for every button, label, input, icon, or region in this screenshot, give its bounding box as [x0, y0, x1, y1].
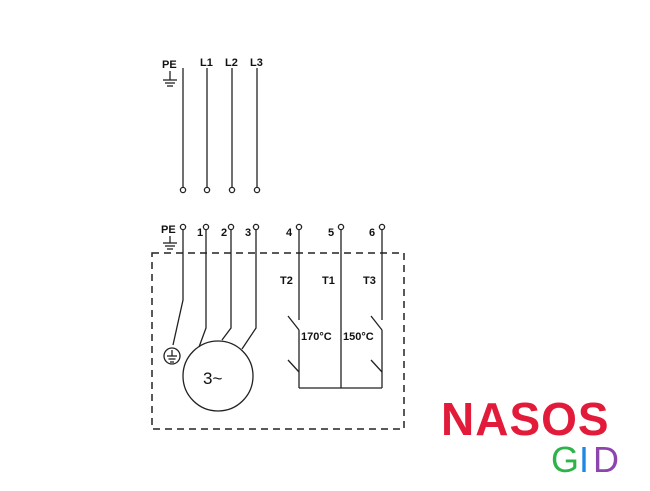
motor-terminal-1 — [202, 223, 210, 231]
supply-terminal-l3 — [253, 186, 261, 194]
supply-terminal-l1 — [203, 186, 211, 194]
watermark-letter-d: D — [593, 439, 619, 480]
t2-switch-blade-upper — [287, 315, 300, 331]
thermal-wiring — [287, 223, 386, 389]
motor-terminal-pe — [179, 223, 187, 231]
thermal-terminal-6 — [378, 223, 386, 231]
thermal-terminal-6-label: 6 — [369, 227, 375, 239]
thermal-terminal-5-label: 5 — [328, 227, 334, 239]
watermark-letter-i: I — [579, 439, 589, 480]
thermal-terminal-5 — [337, 223, 345, 231]
thermostat-t1-label: T1 — [322, 275, 335, 287]
motor-pe-wire — [172, 230, 184, 346]
motor-terminal-3 — [252, 223, 260, 231]
supply-l3-label: L3 — [250, 57, 263, 69]
supply-terminal-pe — [179, 186, 187, 194]
motor-wire-1 — [198, 230, 207, 348]
supply-block — [163, 68, 261, 194]
t3-switch-blade-lower — [370, 359, 383, 373]
motor-wire-3 — [241, 230, 257, 350]
motor-label: 3~ — [203, 369, 222, 388]
motor-terminal-2 — [227, 223, 235, 231]
thermal-terminal-4-label: 4 — [286, 227, 293, 239]
motor-wiring — [163, 223, 260, 412]
supply-l1-label: L1 — [200, 57, 213, 69]
motor-terminal-2-label: 2 — [221, 227, 227, 239]
thermostat-t2-label: T2 — [280, 275, 293, 287]
supply-pe-label: PE — [162, 59, 177, 71]
thermal-terminal-4 — [295, 223, 303, 231]
motor-pe-label: PE — [161, 224, 176, 236]
watermark-letter-g: G — [551, 439, 579, 480]
thermostat-170-label: 170°C — [301, 331, 332, 343]
motor-circle — [182, 340, 254, 412]
motor-enclosure — [151, 252, 405, 430]
motor-wire-2 — [221, 230, 232, 341]
supply-terminal-l2 — [228, 186, 236, 194]
thermostat-150-label: 150°C — [343, 331, 374, 343]
nasos-gid-watermark: NASOS G I D — [441, 393, 619, 480]
supply-l2-label: L2 — [225, 57, 238, 69]
motor-terminal-1-label: 1 — [197, 227, 203, 239]
t3-switch-blade-upper — [370, 315, 383, 331]
thermostat-t3-label: T3 — [363, 275, 376, 287]
motor-terminal-3-label: 3 — [245, 227, 251, 239]
ground-circle-icon — [163, 347, 181, 365]
t2-switch-blade-lower — [287, 359, 300, 373]
watermark-nasos: NASOS — [441, 393, 610, 445]
